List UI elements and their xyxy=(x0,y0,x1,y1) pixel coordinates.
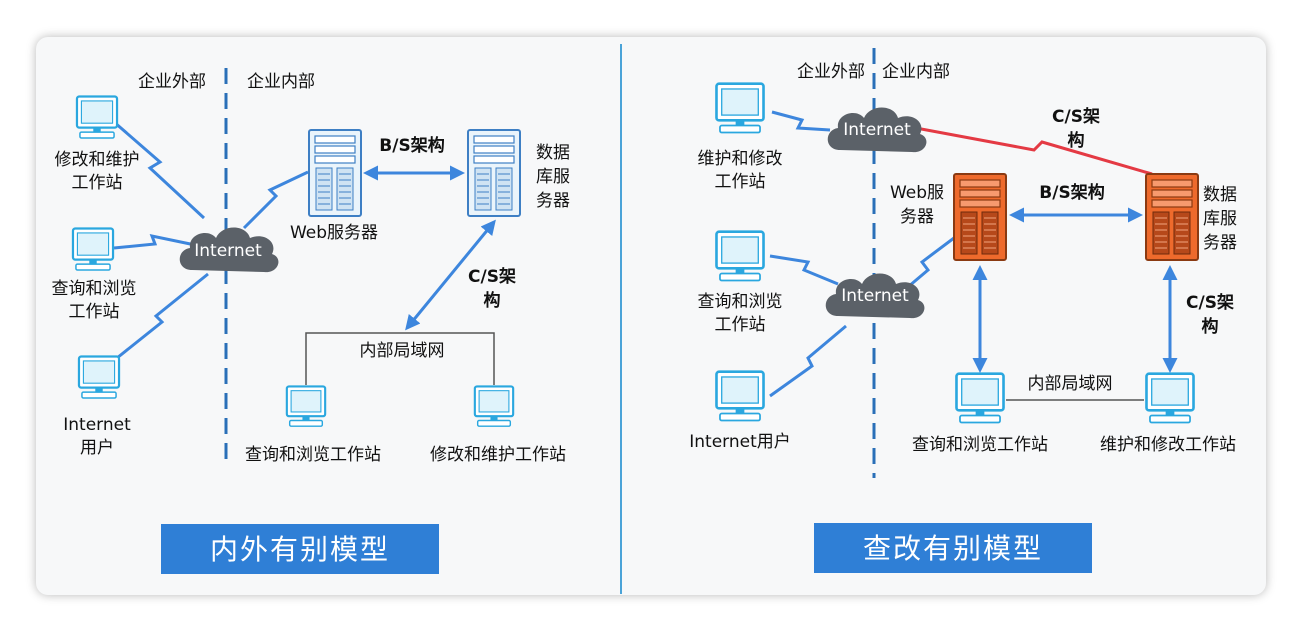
right-bs-label: B/S架构 xyxy=(1039,182,1104,203)
right-internet-bottom-label: Internet xyxy=(841,286,909,306)
left-ws-modify-label: 修改和维护工作站 xyxy=(430,445,566,465)
monitor-icon xyxy=(1145,372,1195,424)
client-user-line2: 用户 xyxy=(80,438,114,458)
diagram-card xyxy=(36,37,1266,595)
link-query-to-internet-bottom xyxy=(769,254,839,286)
link-internet-to-web xyxy=(242,170,309,230)
right-cs-top-line2: 构 xyxy=(1068,130,1085,151)
right-banner xyxy=(814,523,1092,573)
left-cs-arrow xyxy=(405,219,496,331)
right-zone-outside: 企业外部 xyxy=(797,62,865,82)
monitor-icon xyxy=(285,385,327,428)
right-db-label-line1: 数据 xyxy=(1203,185,1237,205)
link-user-to-internet xyxy=(111,272,209,364)
link-internet-to-web-right xyxy=(901,236,955,294)
right-db-label-line3: 务器 xyxy=(1203,233,1237,253)
monitor-icon xyxy=(473,385,515,428)
client-query-line2: 工作站 xyxy=(69,302,120,322)
left-zone-outside: 企业外部 xyxy=(138,72,206,92)
right-cs-right-line1: C/S架 xyxy=(1186,292,1234,313)
right-banner-title: 查改有别模型 xyxy=(863,532,1043,565)
left-lan-line xyxy=(305,332,495,385)
left-db-label-line3: 务器 xyxy=(536,191,570,211)
left-db-label-line1: 数据 xyxy=(536,143,570,163)
right-web-label-line2: 务器 xyxy=(900,207,934,227)
client-user-line1: Internet xyxy=(63,415,131,435)
database-server-icon xyxy=(1145,173,1199,261)
monitor-icon xyxy=(955,372,1005,424)
monitor-icon xyxy=(77,355,121,400)
right-client-query-line2: 工作站 xyxy=(715,315,766,335)
left-panel: 企业外部 企业内部 修改和维护 工作站 查询和浏览 工作站 Internet 用… xyxy=(52,68,570,574)
client-query-line1: 查询和浏览 xyxy=(52,279,137,299)
left-banner xyxy=(161,524,439,574)
link-maintain-to-internet xyxy=(771,110,831,132)
right-ws-query-label: 查询和浏览工作站 xyxy=(912,435,1048,455)
right-cs-top-line1: C/S架 xyxy=(1052,106,1100,127)
monitor-icon xyxy=(715,370,765,422)
monitor-icon xyxy=(71,227,115,272)
left-ws-query-label: 查询和浏览工作站 xyxy=(245,445,381,465)
link-user-to-internet-bottom xyxy=(769,324,847,398)
database-server-icon xyxy=(467,129,521,217)
right-client-query-line1: 查询和浏览 xyxy=(698,292,783,312)
right-client-maintain-line2: 工作站 xyxy=(715,172,766,192)
right-client-maintain-line1: 维护和修改 xyxy=(698,149,783,169)
right-lan-label: 内部局域网 xyxy=(1028,374,1113,394)
left-banner-title: 内外有别模型 xyxy=(210,533,390,566)
left-lan-label: 内部局域网 xyxy=(360,341,445,361)
left-zone-inside: 企业内部 xyxy=(247,72,315,92)
client-modify-line1: 修改和维护 xyxy=(55,150,140,170)
left-web-server-label: Web服务器 xyxy=(290,223,378,243)
right-internet-top-label: Internet xyxy=(843,120,911,140)
monitor-icon xyxy=(715,82,765,134)
right-zone-inside: 企业内部 xyxy=(882,62,950,82)
right-cs-right-line2: 构 xyxy=(1202,316,1219,337)
left-db-label-line2: 库服 xyxy=(536,167,570,187)
right-panel: 企业外部 企业内部 C/S架 构 维护和修改 工作站 查询和浏览 工作站 Int… xyxy=(689,48,1237,573)
right-web-label-line1: Web服 xyxy=(890,183,944,203)
right-db-label-line2: 库服 xyxy=(1203,209,1237,229)
left-cs-label-line1: C/S架 xyxy=(468,266,516,287)
right-ws-maintain-label: 维护和修改工作站 xyxy=(1100,435,1236,455)
monitor-icon xyxy=(75,95,119,140)
right-client-user: Internet用户 xyxy=(689,432,791,452)
monitor-icon xyxy=(715,230,765,282)
link-query-to-internet xyxy=(113,233,201,250)
web-server-icon xyxy=(308,129,362,217)
left-bs-label: B/S架构 xyxy=(379,135,444,156)
red-cs-link xyxy=(915,126,1153,176)
link-modify-to-internet xyxy=(113,120,206,220)
web-server-icon xyxy=(953,173,1007,261)
left-internet-label: Internet xyxy=(194,241,262,261)
left-cs-label-line2: 构 xyxy=(484,290,501,311)
client-modify-line2: 工作站 xyxy=(72,173,123,193)
